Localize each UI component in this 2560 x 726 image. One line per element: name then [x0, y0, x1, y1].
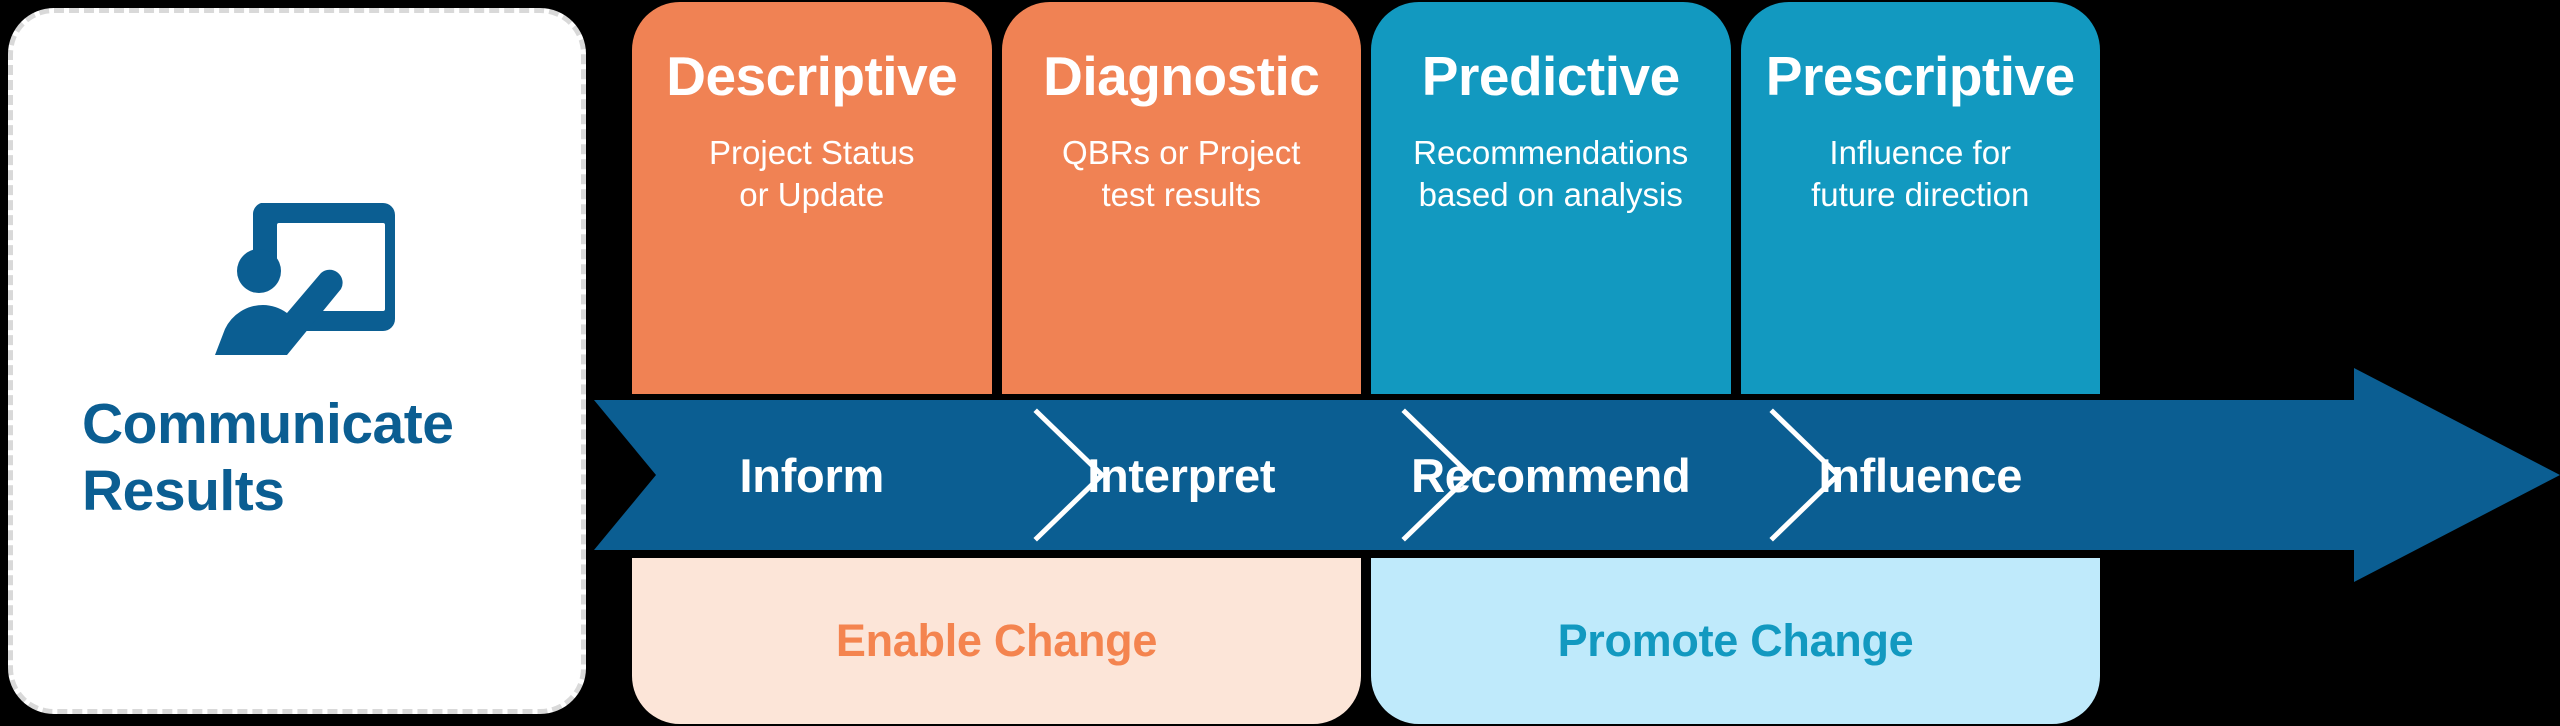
card-prescriptive[interactable]: Prescriptive Influence for future direct… [1740, 2, 2100, 394]
analytics-type-card-row: Descriptive Project Status or Update Dia… [632, 2, 2100, 394]
card-description-line-2: future direction [1811, 175, 2030, 213]
page-title: Communicate Results [82, 391, 512, 526]
communicate-results-card: Communicate Results [8, 8, 586, 714]
card-title: Prescriptive [1765, 45, 2075, 107]
arrow-band-shape [594, 368, 2560, 582]
card-description: Influence for future direction [1797, 132, 2043, 216]
card-title: Descriptive [666, 45, 958, 107]
page-title-line-2: Results [82, 459, 285, 523]
card-title: Diagnostic [1043, 45, 1320, 107]
card-descriptive[interactable]: Descriptive Project Status or Update [632, 2, 992, 394]
card-description: QBRs or Project test results [1048, 132, 1314, 216]
change-outcome-row: Enable Change Promote Change [632, 558, 2100, 724]
card-description-line-1: Recommendations [1413, 133, 1689, 171]
chevron-separator-icon-2 [1401, 408, 1474, 542]
card-description-line-2: or Update [739, 175, 885, 213]
chevron-separator-icon-3 [1769, 408, 1842, 542]
presentation-board-person-icon [215, 202, 395, 355]
card-description-line-1: QBRs or Project [1062, 133, 1301, 171]
card-description-line-1: Influence for [1829, 133, 2012, 171]
change-bar-enable[interactable]: Enable Change [632, 558, 1361, 724]
card-description-line-2: test results [1101, 175, 1262, 213]
card-description-line-1: Project Status [709, 133, 915, 171]
chevron-separator-icon-1 [1033, 408, 1106, 542]
page-title-line-1: Communicate [82, 391, 454, 456]
progression-arrow-band [594, 368, 2560, 582]
card-description-line-2: based on analysis [1418, 175, 1683, 213]
change-bar-promote[interactable]: Promote Change [1371, 558, 2100, 724]
card-title: Predictive [1421, 45, 1680, 107]
card-description: Project Status or Update [695, 132, 928, 216]
card-diagnostic[interactable]: Diagnostic QBRs or Project test results [1001, 2, 1361, 394]
card-predictive[interactable]: Predictive Recommendations based on anal… [1371, 2, 1731, 394]
card-description: Recommendations based on analysis [1399, 132, 1702, 216]
